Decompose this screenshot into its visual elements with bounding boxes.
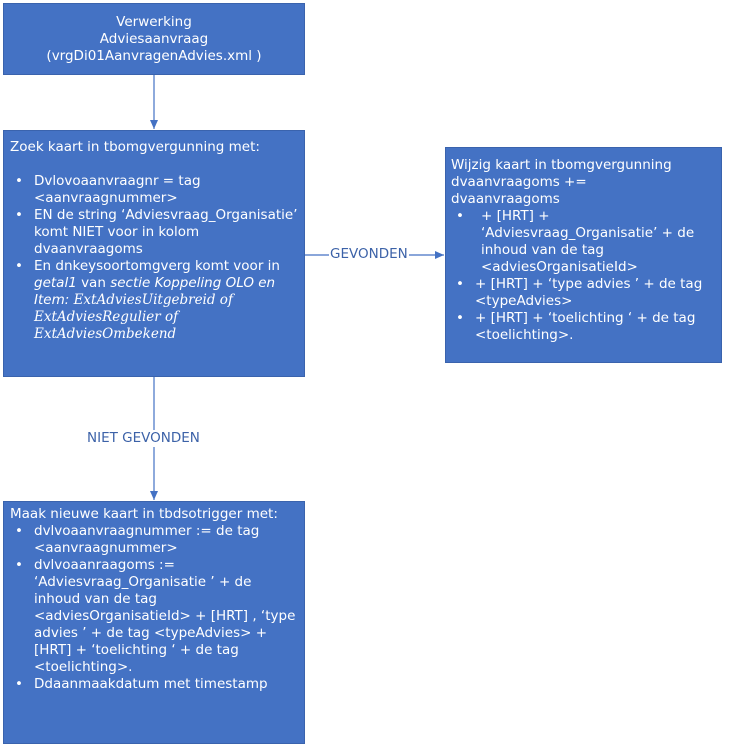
process-start-box: Verwerking Adviesaanvraag (vrgDi01Aanvra…: [3, 3, 305, 75]
criterion-3-prefix: En dnkeysoortomgverg komt voor in: [34, 258, 280, 274]
create-box: Maak nieuwe kaart in tbdsotrigger met: d…: [3, 501, 305, 744]
start-line-1: Verwerking: [116, 14, 192, 30]
search-criteria-list: Dvlovoaanvraagnr = tag <aanvraagnummer> …: [10, 173, 298, 343]
criterion-3-van: van: [76, 275, 111, 291]
create-item-1: dvlvoaanvraagnummer := de tag <aanvraagn…: [10, 523, 298, 557]
modify-line-1: Wijzig kaart in tbomgvergunning: [451, 157, 672, 173]
create-item-3: Ddaanmaakdatum met timestamp: [10, 676, 298, 693]
criterion-3-sectie: sectie Koppeling OLO en Item:: [34, 275, 276, 308]
start-line-2: Adviesaanvraag: [99, 31, 209, 47]
start-line-3: (vrgDi01AanvragenAdvies.xml ): [46, 48, 262, 64]
criterion-3-values: ExtAdviesUitgebreid of ExtAdviesRegulier…: [34, 292, 233, 342]
criterion-3-getal: getal1: [34, 275, 77, 291]
search-box: Zoek kaart in tbomgvergunning met: Dvlov…: [3, 130, 305, 377]
create-items-list: dvlvoaanvraagnummer := de tag <aanvraagn…: [10, 523, 298, 693]
edge-label-not-found: NIET GEVONDEN: [86, 430, 201, 447]
search-title: Zoek kaart in tbomgvergunning met:: [10, 139, 260, 155]
create-title: Maak nieuwe kaart in tbdsotrigger met:: [10, 506, 278, 522]
modify-item-2: + [HRT] + ‘type advies ’ + de tag <typeA…: [451, 276, 716, 310]
modify-items-list: + [HRT] + ‘Adviesvraag_Organisatie’ + de…: [451, 208, 716, 344]
modify-line-3: dvaanvraagoms: [451, 191, 560, 207]
modify-item-3: + [HRT] + ‘toelichting ‘ + de tag <toeli…: [451, 310, 716, 344]
modify-item-1: + [HRT] + ‘Adviesvraag_Organisatie’ + de…: [451, 208, 716, 276]
search-criterion-2: EN de string ‘Adviesvraag_Organisatie’ k…: [10, 207, 298, 258]
create-item-2: dvlvoaanraagoms := ‘Adviesvraag_Organisa…: [10, 557, 298, 676]
search-criterion-3: En dnkeysoortomgverg komt voor in getal1…: [10, 258, 298, 343]
search-criterion-1: Dvlovoaanvraagnr = tag <aanvraagnummer>: [10, 173, 298, 207]
modify-box: Wijzig kaart in tbomgvergunning dvaanvra…: [445, 147, 722, 363]
edge-label-found: GEVONDEN: [329, 246, 409, 263]
modify-line-2: dvaanvraagoms +=: [451, 174, 587, 190]
